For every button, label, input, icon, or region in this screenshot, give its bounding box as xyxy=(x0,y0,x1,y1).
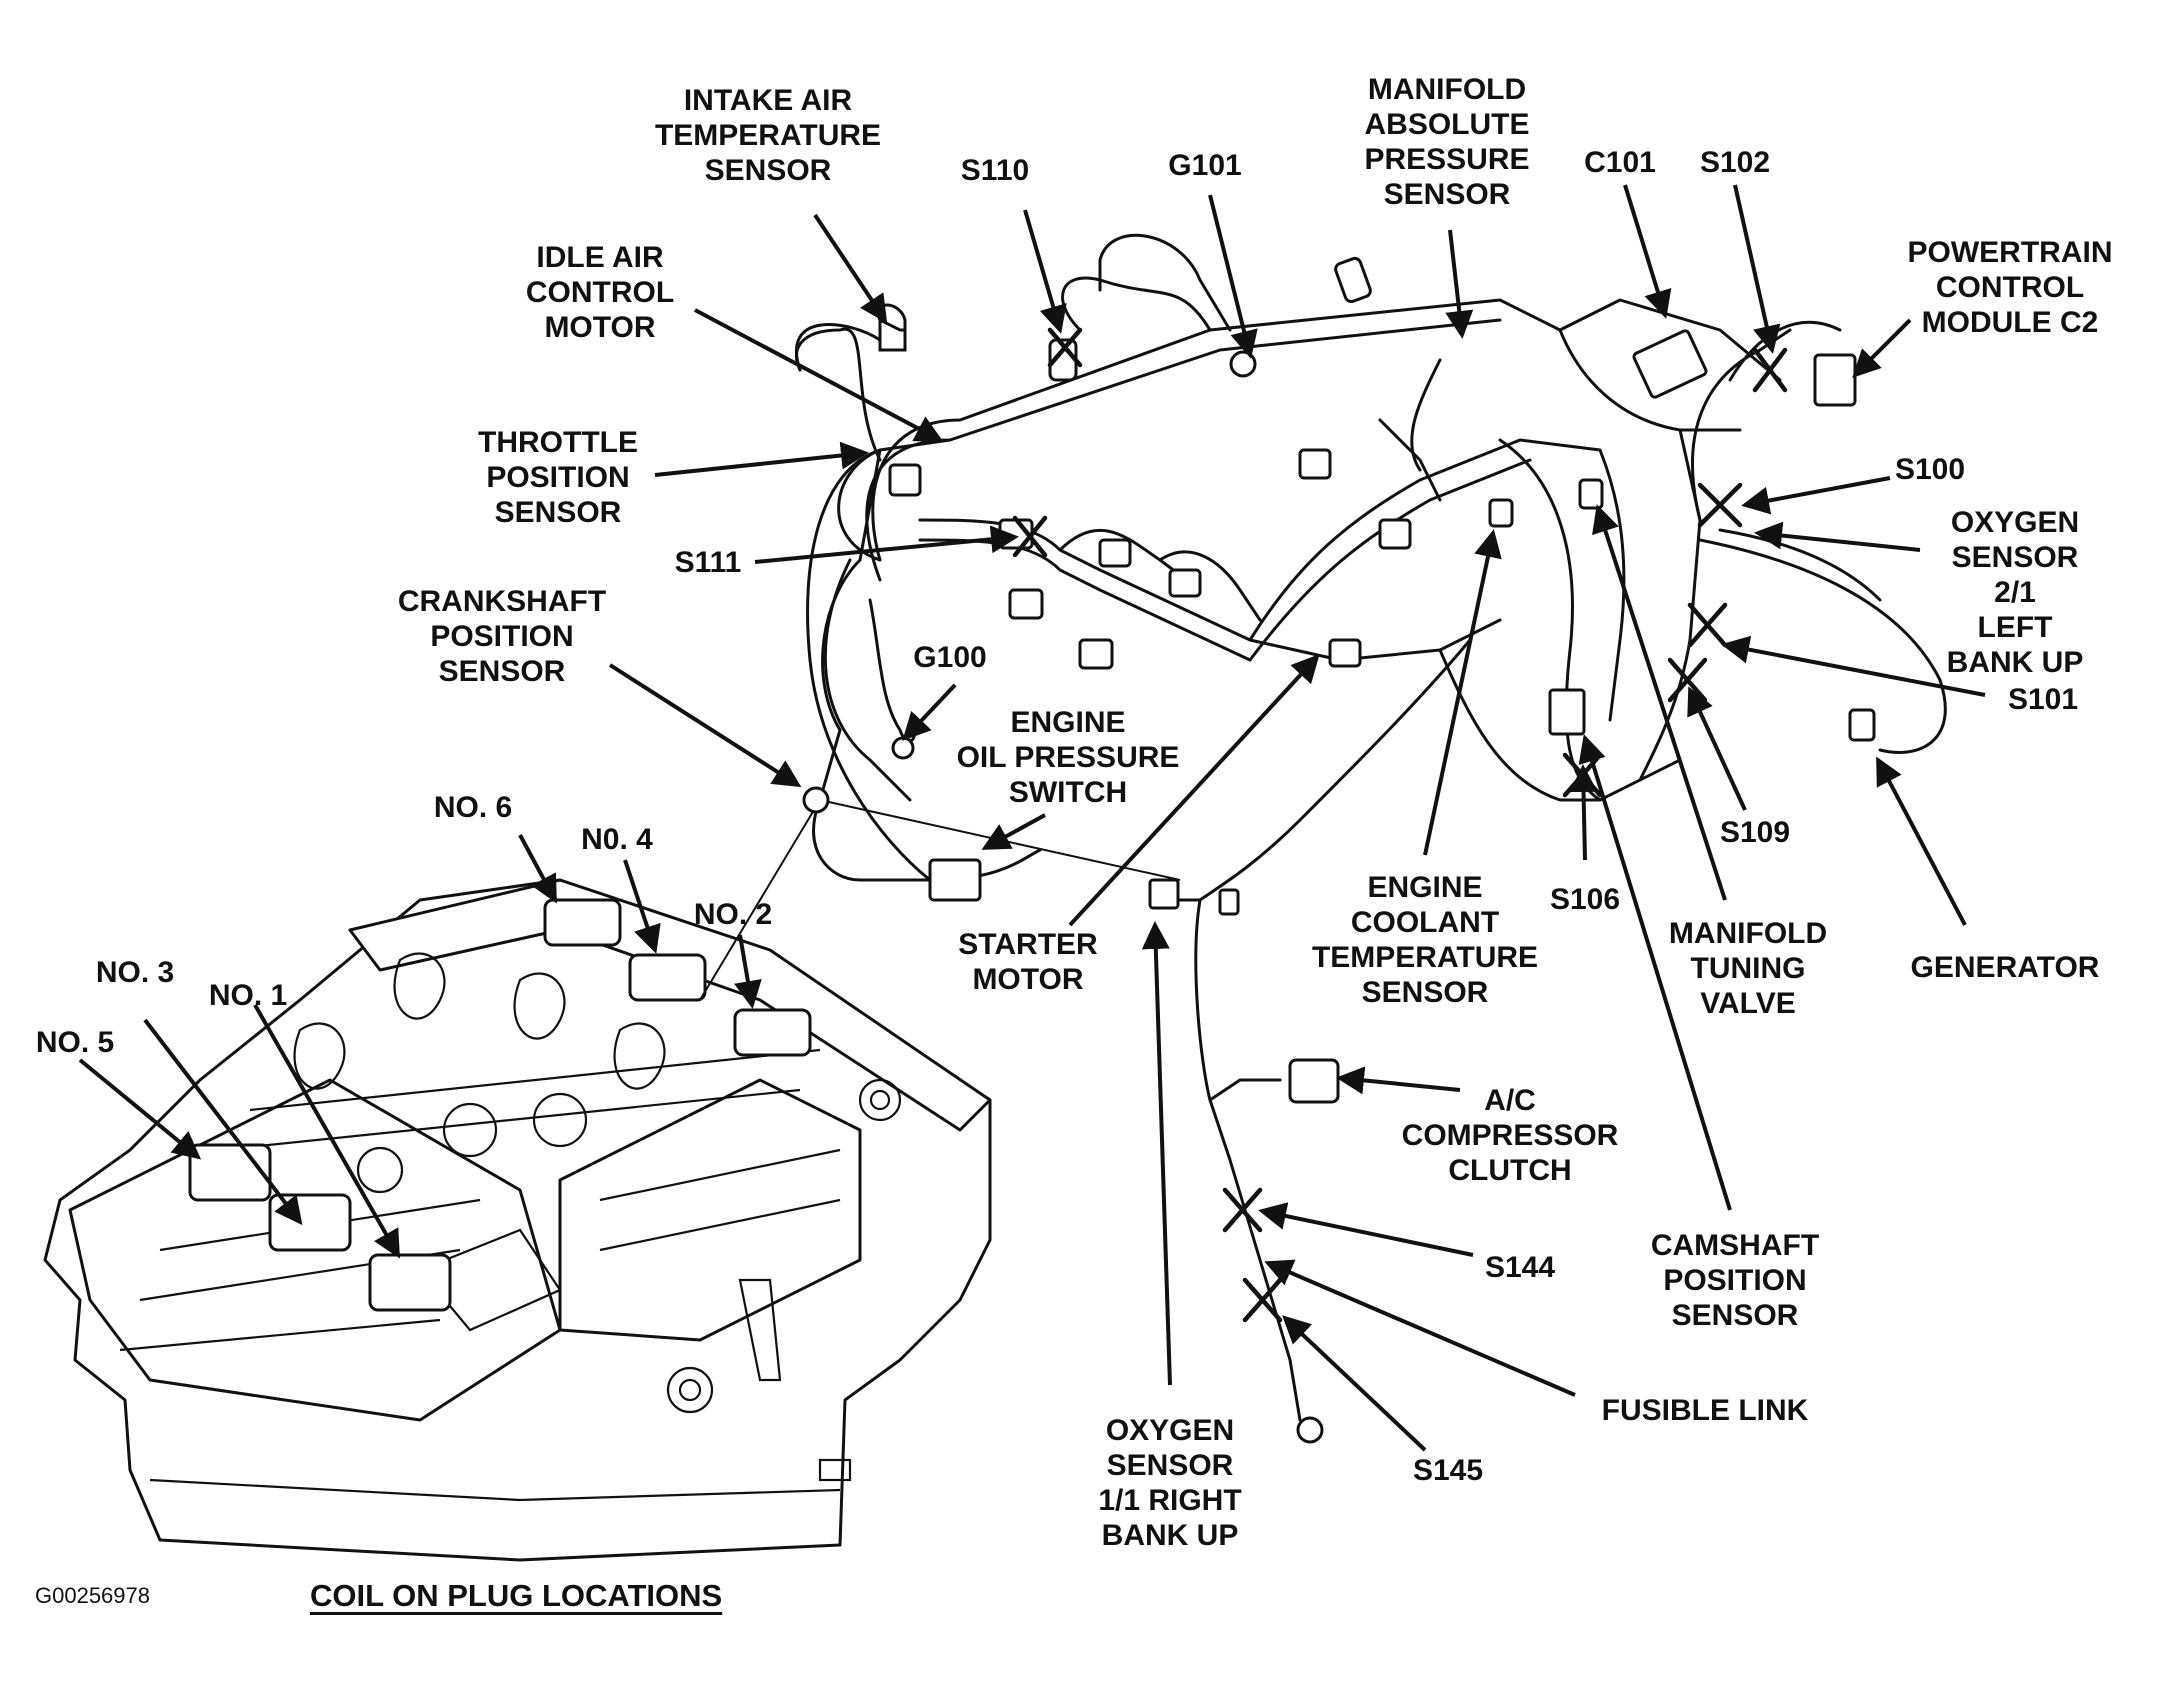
label-coil-no-1: NO. 1 xyxy=(208,979,288,1012)
label-engine-coolant-temperature-sensor: ENGINE COOLANT TEMPERATURE SENSOR xyxy=(1311,871,1539,1009)
label-throttle-position-sensor: THROTTLE POSITION SENSOR xyxy=(478,426,638,529)
leader-arrows xyxy=(78,184,1986,1452)
label-s111: S111 xyxy=(674,546,742,579)
label-c101: C101 xyxy=(1584,146,1656,179)
splice-marks xyxy=(1012,327,1788,1323)
label-coil-no-5: NO. 5 xyxy=(35,1026,115,1059)
label-s145: S145 xyxy=(1412,1454,1484,1487)
label-powertrain-control-module-c2: POWERTRAIN CONTROL MODULE C2 xyxy=(1907,236,2113,339)
label-generator: GENERATOR xyxy=(1910,951,2100,984)
label-s101: S101 xyxy=(2007,683,2079,716)
label-s109: S109 xyxy=(1719,816,1791,849)
label-s100: S100 xyxy=(1894,453,1966,486)
label-idle-air-control-motor: IDLE AIR CONTROL MOTOR xyxy=(525,241,675,344)
label-s110: S110 xyxy=(960,154,1030,187)
label-s144: S144 xyxy=(1484,1251,1556,1284)
label-coil-no-6: NO. 6 xyxy=(433,791,513,824)
engine-illustration xyxy=(43,878,992,1562)
label-oxygen-sensor-2-1-left-bank-up: OXYGEN SENSOR 2/1 LEFT BANK UP xyxy=(1946,506,2084,679)
label-engine-oil-pressure-switch: ENGINE OIL PRESSURE SWITCH xyxy=(956,706,1180,809)
label-manifold-tuning-valve: MANIFOLD TUNING VALVE xyxy=(1668,917,1828,1020)
label-fusible-link: FUSIBLE LINK xyxy=(1601,1394,1809,1427)
label-s106: S106 xyxy=(1549,883,1621,916)
label-coil-no-2: NO. 2 xyxy=(693,898,773,931)
label-manifold-absolute-pressure-sensor: MANIFOLD ABSOLUTE PRESSURE SENSOR xyxy=(1364,73,1530,211)
label-camshaft-position-sensor: CAMSHAFT POSITION SENSOR xyxy=(1650,1229,1820,1332)
label-intake-air-temperature-sensor: INTAKE AIR TEMPERATURE SENSOR xyxy=(654,84,882,187)
diagram-caption: COIL ON PLUG LOCATIONS xyxy=(310,1578,723,1613)
label-coil-no-3: NO. 3 xyxy=(95,956,175,989)
harness-components xyxy=(802,256,1876,1104)
label-crankshaft-position-sensor: CRANKSHAFT POSITION SENSOR xyxy=(397,585,607,688)
label-g100: G100 xyxy=(913,641,987,674)
figure-id: G00256978 xyxy=(35,1583,150,1608)
label-s102: S102 xyxy=(1699,146,1771,179)
label-a-c-compressor-clutch: A/C COMPRESSOR CLUTCH xyxy=(1401,1084,1619,1187)
label-coil-no-4: N0. 4 xyxy=(581,823,653,856)
label-g101: G101 xyxy=(1168,149,1242,182)
wiring-harness xyxy=(699,233,1947,1444)
label-oxygen-sensor-1-1-right-bank-up: OXYGEN SENSOR 1/1 RIGHT BANK UP xyxy=(1098,1414,1242,1552)
label-starter-motor: STARTER MOTOR xyxy=(958,928,1098,996)
